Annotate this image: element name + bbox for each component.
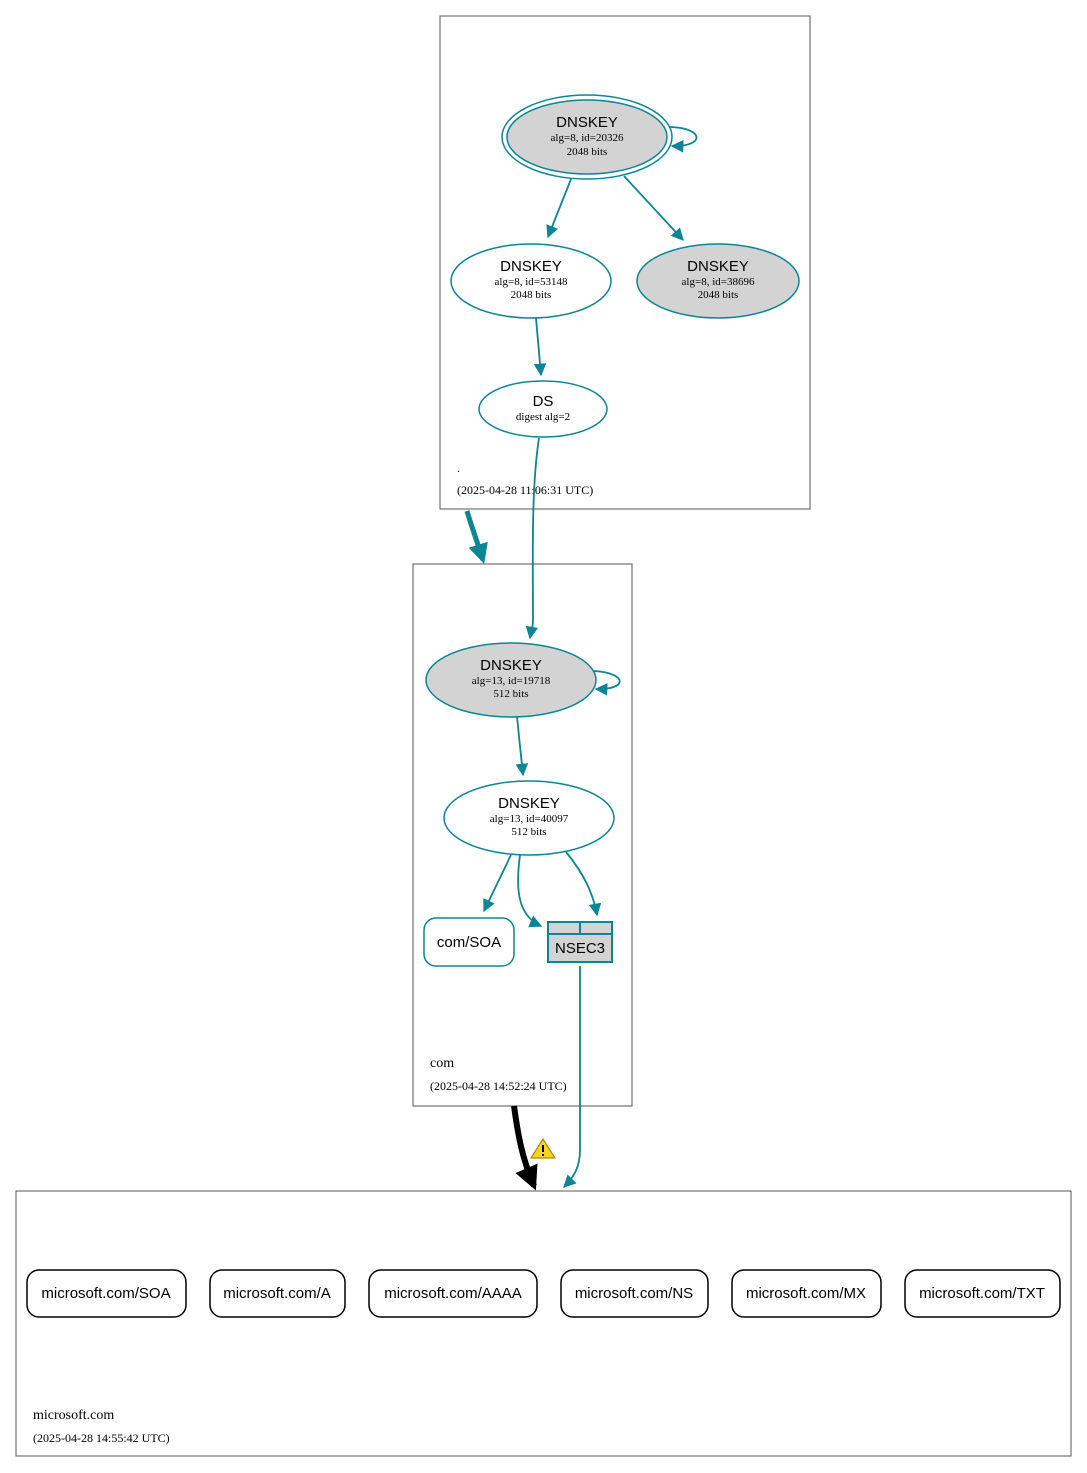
node-title: DS <box>533 393 554 410</box>
rrset-node-microsoft-a[interactable]: microsoft.com/A <box>209 1269 346 1318</box>
signing-edge <box>546 178 572 239</box>
zone-microsoft-name: microsoft.com <box>33 1408 114 1423</box>
rrset-node-microsoft-soa[interactable]: microsoft.com/SOA <box>26 1269 187 1318</box>
node-detail: 2048 bits <box>698 289 739 301</box>
node-detail: 2048 bits <box>567 146 608 158</box>
rrset-label: microsoft.com/A <box>223 1285 331 1302</box>
zone-com-border <box>412 563 633 1107</box>
node-title: DNSKEY <box>480 657 542 674</box>
zone-microsoft-timestamp: (2025-04-28 14:55:42 UTC) <box>33 1431 170 1445</box>
rrset-node-microsoft-aaaa[interactable]: microsoft.com/AAAA <box>368 1269 538 1318</box>
node-detail: alg=8, id=20326 <box>551 132 624 144</box>
node-detail: alg=13, id=19718 <box>472 675 551 687</box>
warning-icon[interactable] <box>530 1138 556 1159</box>
rrset-label: microsoft.com/AAAA <box>384 1285 522 1302</box>
rrset-node-microsoft-ns[interactable]: microsoft.com/NS <box>560 1269 709 1318</box>
rrset-node-microsoft-mx[interactable]: microsoft.com/MX <box>731 1269 882 1318</box>
zone-root-border <box>439 15 811 510</box>
signing-edge <box>565 851 602 917</box>
rrset-label: microsoft.com/TXT <box>919 1285 1045 1302</box>
node-title: DNSKEY <box>556 114 618 131</box>
node-title: DNSKEY <box>498 795 560 812</box>
rrset-label: microsoft.com/MX <box>746 1285 866 1302</box>
delegation-edge-secure <box>464 510 488 564</box>
node-detail: 2048 bits <box>511 289 552 301</box>
node-label: com/SOA <box>437 934 501 951</box>
node-title: DNSKEY <box>500 258 562 275</box>
node-title: DNSKEY <box>687 258 749 275</box>
ds-node-com[interactable]: DS digest alg=2 <box>478 380 608 438</box>
signing-edge <box>515 716 529 777</box>
rrset-label: microsoft.com/NS <box>575 1285 693 1302</box>
zone-microsoft-border <box>15 1190 1072 1457</box>
signing-edge <box>517 854 543 928</box>
zone-com-timestamp: (2025-04-28 14:52:24 UTC) <box>430 1079 567 1093</box>
zone-root: . (2025-04-28 11:06:31 UTC) <box>439 15 811 510</box>
dnskey-node-root-zsk[interactable]: DNSKEY alg=8, id=53148 2048 bits <box>450 243 612 319</box>
self-sign-edge <box>669 126 698 153</box>
node-detail: 512 bits <box>493 688 528 700</box>
node-label: NSEC3 <box>555 940 605 957</box>
zone-microsoft-com: microsoft.com (2025-04-28 14:55:42 UTC) <box>15 1190 1072 1457</box>
dnskey-node-com-zsk[interactable]: DNSKEY alg=13, id=40097 512 bits <box>443 780 615 856</box>
zone-root-name: . <box>457 461 460 475</box>
rrset-node-microsoft-txt[interactable]: microsoft.com/TXT <box>904 1269 1061 1318</box>
nsec3-node[interactable]: NSEC3 <box>547 921 613 963</box>
dnskey-node-com-ksk[interactable]: DNSKEY alg=13, id=19718 512 bits <box>425 642 597 718</box>
zone-root-timestamp: (2025-04-28 11:06:31 UTC) <box>457 483 593 497</box>
dnskey-node-root-38696[interactable]: DNSKEY alg=8, id=38696 2048 bits <box>636 243 800 319</box>
node-detail: 512 bits <box>511 826 546 838</box>
delegation-edge-insecure <box>511 1105 538 1191</box>
nsec3-proof-edge <box>563 966 581 1188</box>
zone-com-name: com <box>430 1056 454 1071</box>
node-detail: digest alg=2 <box>516 411 570 423</box>
signing-edge <box>623 175 684 241</box>
zone-com: com (2025-04-28 14:52:24 UTC) <box>412 563 633 1107</box>
node-detail: alg=8, id=38696 <box>682 276 755 288</box>
signing-edge <box>533 317 547 377</box>
rrset-label: microsoft.com/SOA <box>41 1285 170 1302</box>
dnskey-node-root-ksk[interactable]: DNSKEY alg=8, id=20326 2048 bits <box>501 94 673 180</box>
node-detail: alg=8, id=53148 <box>495 276 568 288</box>
node-detail: alg=13, id=40097 <box>490 813 569 825</box>
rrset-node-com-soa[interactable]: com/SOA <box>423 917 515 967</box>
ds-edge <box>525 437 540 640</box>
signing-edge <box>483 854 512 913</box>
self-sign-edge <box>593 670 621 696</box>
